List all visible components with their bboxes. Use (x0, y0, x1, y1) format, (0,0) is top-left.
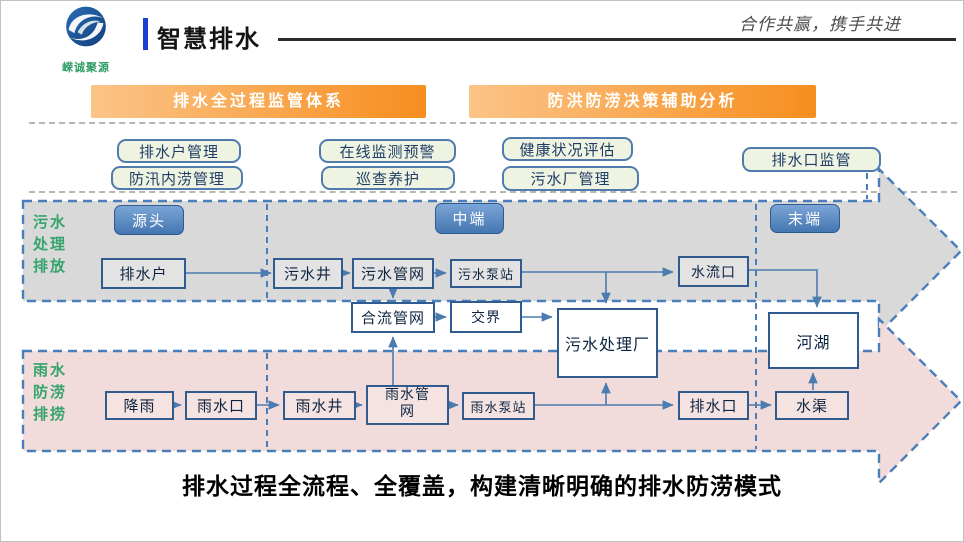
title-accent-bar (143, 18, 148, 50)
node-rain-inlet: 雨水口 (185, 391, 257, 420)
node-drainage-user: 排水户 (101, 258, 186, 289)
stage-tab-end: 末端 (770, 204, 840, 233)
module-outfall-supervision: 排水口监管 (742, 147, 881, 172)
header-divider-line (278, 38, 956, 41)
node-sewage-pipe-network: 污水管网 (352, 258, 434, 289)
sewage-band-label: 污水 处理 排放 (33, 215, 68, 275)
node-sewage-well: 污水井 (273, 258, 343, 289)
node-rain-pump-station: 雨水泵站 (462, 392, 535, 420)
dashed-separator-top (29, 122, 957, 124)
module-inspection-maintenance: 巡查养护 (321, 166, 455, 190)
module-online-monitoring-warning: 在线监测预警 (319, 139, 456, 163)
node-rain-well: 雨水井 (283, 391, 356, 420)
stage-tab-middle: 中端 (435, 203, 504, 234)
sewage-band-arrow (21, 166, 963, 336)
module-drainage-user-management: 排水户管理 (117, 139, 241, 163)
node-sewage-pump-station: 污水泵站 (450, 259, 522, 288)
dashed-separator-bottom (29, 191, 957, 193)
node-channel: 水渠 (775, 391, 849, 420)
node-rainfall: 降雨 (105, 391, 174, 420)
node-combined-pipe-network: 合流管网 (351, 302, 435, 333)
node-drain-outlet: 排水口 (678, 391, 749, 420)
company-logo: 嵘诚聚源 (49, 5, 123, 75)
slide-caption: 排水过程全流程、全覆盖，构建清晰明确的排水防涝模式 (182, 474, 782, 499)
company-logo-icon (66, 6, 106, 47)
company-logo-text: 嵘诚聚源 (62, 62, 110, 74)
node-sewage-treatment-plant: 污水处理厂 (557, 308, 658, 378)
module-flood-control-management: 防汛内涝管理 (111, 166, 243, 190)
stage-divider-lines (266, 173, 868, 449)
rain-band-label: 雨水 防涝 排捞 (33, 363, 68, 423)
banner-decision-analysis: 防洪防涝决策辅助分析 (469, 85, 816, 118)
flow-connectors (170, 267, 822, 410)
node-rain-pipe-network: 雨水管 网 (366, 385, 449, 425)
node-river-lake: 河湖 (768, 312, 859, 369)
banner-supervision-system: 排水全过程监管体系 (91, 85, 426, 118)
page-title: 智慧排水 (157, 26, 261, 53)
module-health-assessment: 健康状况评估 (502, 137, 633, 161)
module-sewage-plant-management: 污水厂管理 (502, 166, 639, 191)
node-outflow-port: 水流口 (678, 256, 749, 287)
node-boundary: 交界 (450, 301, 522, 333)
header-slogan: 合作共赢，携手共进 (739, 15, 901, 34)
stage-tab-source: 源头 (114, 205, 184, 235)
